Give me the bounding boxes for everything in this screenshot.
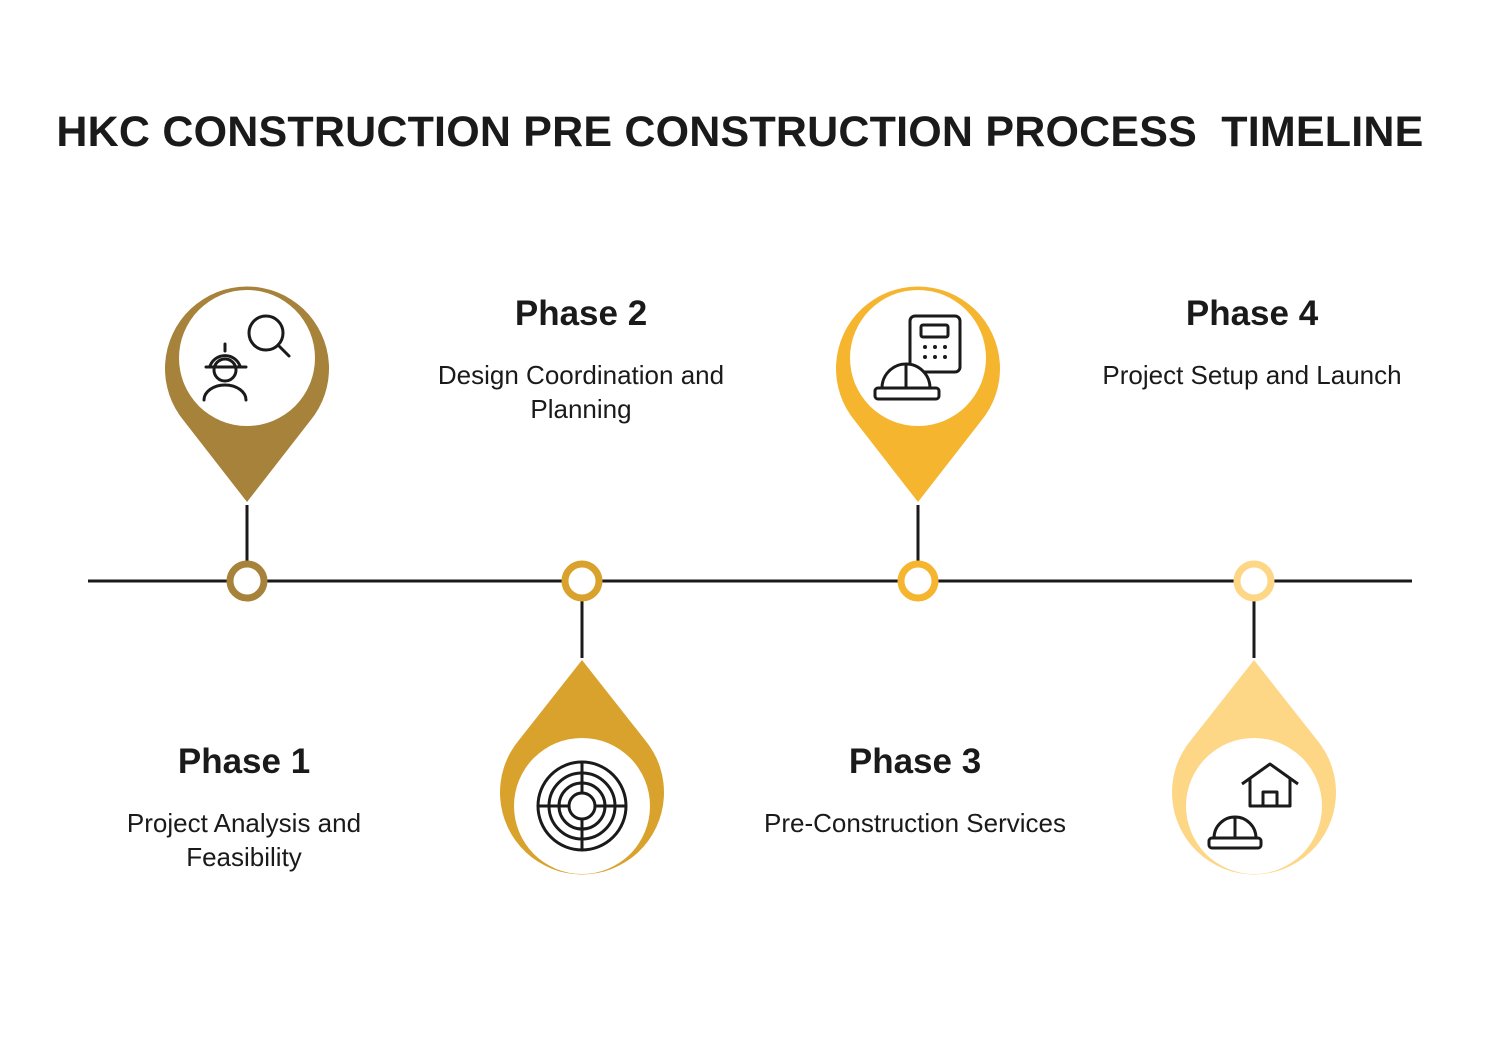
phase-2-description: Design Coordination and Planning bbox=[437, 360, 725, 424]
phase-1-title: Phase 1 bbox=[177, 742, 311, 781]
timeline-node-phase-3 bbox=[897, 560, 939, 602]
phase-1-text: Phase 1 Project Analysis and Feasibility bbox=[74, 742, 414, 874]
pin-phase-2 bbox=[499, 660, 664, 875]
phase-3-text: Phase 3 Pre-Construction Services bbox=[745, 742, 1085, 840]
pin-phase-4 bbox=[1172, 660, 1336, 875]
hardhat-house-icon bbox=[1207, 762, 1299, 850]
phase-1-description: Project Analysis and Feasibility bbox=[126, 808, 362, 872]
phase-4-title: Phase 4 bbox=[1185, 294, 1319, 333]
phase-3-title: Phase 3 bbox=[848, 742, 982, 781]
phase-3-description: Pre-Construction Services bbox=[764, 808, 1066, 838]
timeline-node-phase-1 bbox=[226, 560, 268, 602]
hardhat-calculator-icon bbox=[873, 314, 962, 401]
timeline-node-phase-4 bbox=[1233, 560, 1275, 602]
worker-search-icon bbox=[202, 314, 291, 402]
pin-phase-3 bbox=[836, 286, 1000, 502]
phase-4-description: Project Setup and Launch bbox=[1102, 360, 1402, 390]
phase-2-title: Phase 2 bbox=[514, 294, 648, 333]
page-title: HKC CONSTRUCTION PRE CONSTRUCTION PROCES… bbox=[56, 108, 1424, 156]
phase-4-text: Phase 4 Project Setup and Launch bbox=[1082, 294, 1422, 392]
timeline-node-phase-2 bbox=[561, 560, 603, 602]
target-plan-icon bbox=[536, 760, 628, 852]
pin-phase-1 bbox=[165, 286, 329, 502]
phase-2-text: Phase 2 Design Coordination and Planning bbox=[411, 294, 751, 426]
